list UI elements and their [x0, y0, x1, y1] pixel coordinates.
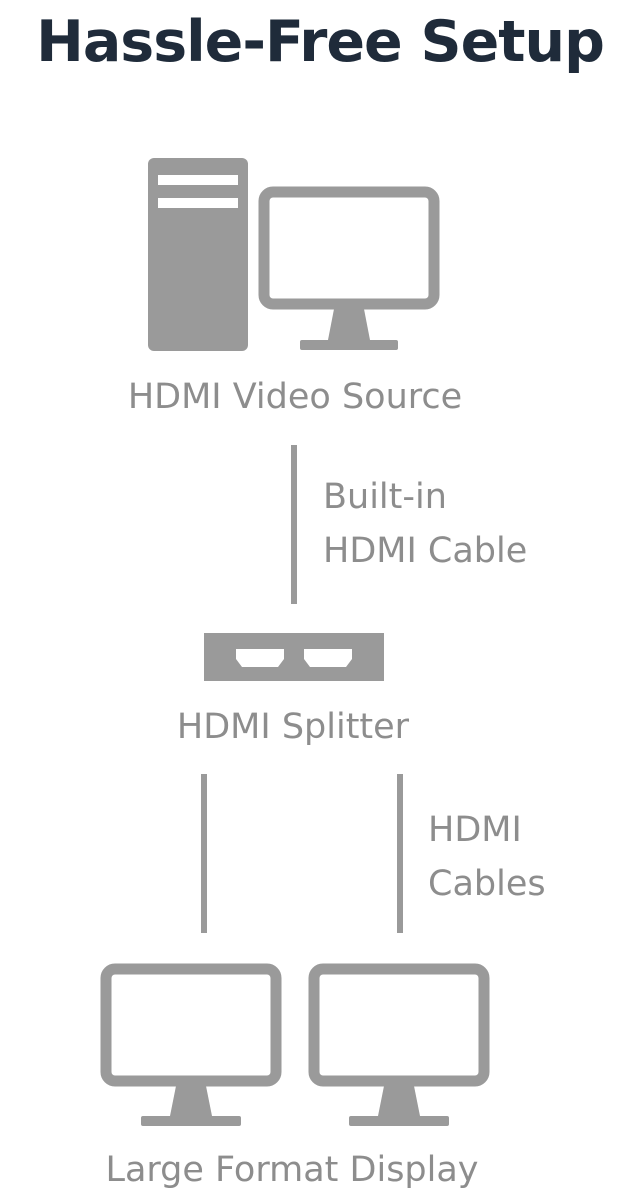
builtin-cable-label: Built-in HDMI Cable — [323, 470, 527, 578]
splitter-label: HDMI Splitter — [176, 707, 410, 747]
monitor-icon — [258, 186, 440, 350]
cables-label: HDMI Cables — [428, 803, 546, 911]
desktop-tower-icon — [148, 158, 248, 351]
hdmi-splitter-icon — [204, 633, 384, 681]
cables-label-line2: Cables — [428, 864, 546, 904]
monitor-icon — [308, 963, 490, 1126]
monitor-icon — [100, 963, 282, 1126]
display-label: Large Format Display — [105, 1150, 479, 1190]
builtin-cable-label-line2: HDMI Cable — [323, 531, 528, 571]
source-label: HDMI Video Source — [127, 377, 463, 417]
builtin-cable-label-line1: Built-in — [323, 477, 447, 517]
cables-label-line1: HDMI — [428, 810, 522, 850]
page-title: Hassle-Free Setup — [36, 9, 605, 75]
